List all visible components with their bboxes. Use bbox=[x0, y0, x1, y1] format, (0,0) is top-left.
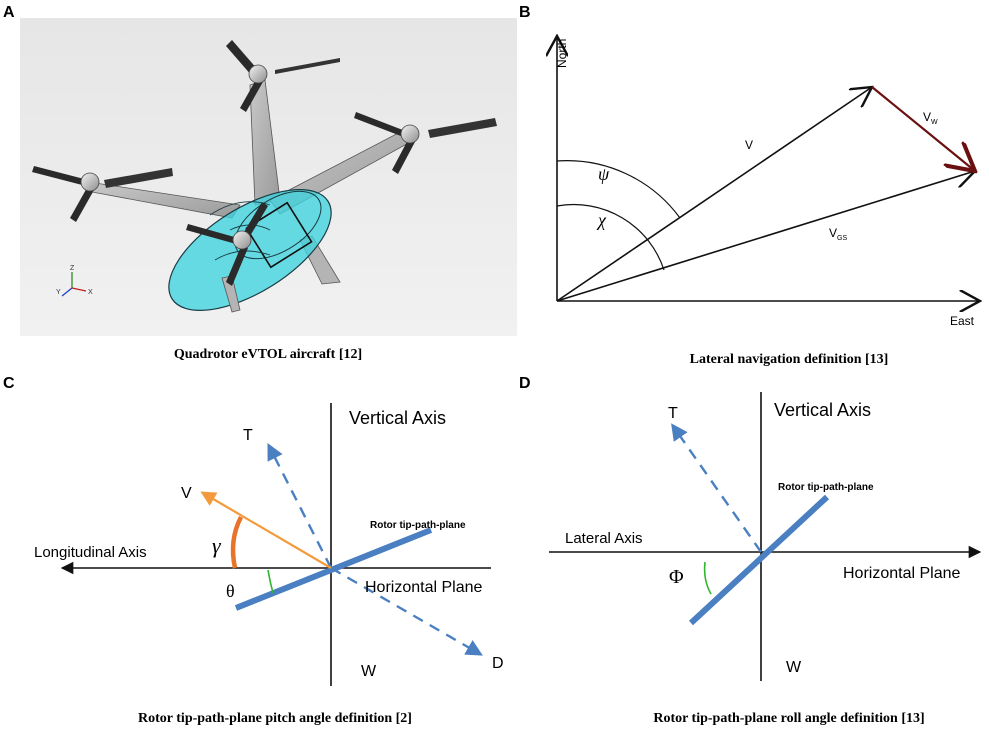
rotor-blade bbox=[354, 112, 408, 138]
vertical-axis-label: Vertical Axis bbox=[349, 408, 446, 428]
triad-y-line bbox=[61, 287, 73, 297]
east-label: East bbox=[950, 314, 975, 328]
rotor-top bbox=[226, 40, 340, 112]
triad-y-label: Y bbox=[56, 289, 61, 296]
drag-label: D bbox=[492, 655, 504, 672]
panel-d-letter: D bbox=[519, 375, 531, 392]
gamma-label: γ bbox=[212, 533, 222, 558]
vgs-label: V GS bbox=[829, 226, 847, 242]
rotor-blade bbox=[275, 58, 340, 74]
rotor-plane-label: Rotor tip-path-plane bbox=[778, 482, 874, 493]
rotor-hub bbox=[232, 230, 252, 250]
vw-label: V W bbox=[923, 110, 938, 126]
rotor-plane-label: Rotor tip-path-plane bbox=[370, 520, 466, 531]
rotor-blade bbox=[428, 118, 497, 138]
chi-label: χ bbox=[596, 210, 607, 230]
theta-label: θ bbox=[226, 581, 235, 601]
rotor-blade bbox=[226, 244, 248, 286]
panel-b-letter: B bbox=[519, 4, 531, 21]
weight-label: W bbox=[361, 663, 377, 680]
rotor-blade bbox=[104, 168, 173, 188]
rotor-hub bbox=[400, 124, 420, 144]
thrust-vector bbox=[671, 423, 762, 553]
panel-d: D Vertical Axis Lateral Axis Horizontal … bbox=[519, 375, 982, 726]
panel-b: B North East ψ χ V V W V GS Lateral navi… bbox=[519, 4, 980, 367]
panel-c-caption: Rotor tip-path-plane pitch angle definit… bbox=[138, 711, 412, 726]
vertical-axis-label: Vertical Axis bbox=[774, 400, 871, 420]
theta-arc bbox=[267, 569, 274, 594]
groundspeed-vector bbox=[556, 171, 975, 302]
rotor-blade bbox=[186, 224, 238, 244]
panel-b-caption: Lateral navigation definition [13] bbox=[690, 352, 889, 367]
vgs-label-main: V bbox=[829, 226, 837, 240]
axis-triad: Z X Y bbox=[56, 265, 93, 297]
phi-arc bbox=[703, 561, 712, 595]
quadrotor-evtol-illustration bbox=[32, 40, 497, 313]
north-label: North bbox=[555, 39, 569, 68]
thrust-label: T bbox=[243, 427, 253, 444]
rotor-blade bbox=[70, 186, 94, 222]
panel-c: C Vertical Axis Longitudinal Axis Horizo… bbox=[3, 375, 504, 726]
horizontal-plane-label: Horizontal Plane bbox=[843, 565, 961, 582]
vgs-label-sub: GS bbox=[837, 235, 847, 242]
velocity-label: V bbox=[181, 485, 192, 502]
rotor-hub bbox=[80, 172, 100, 192]
cabin-fuselage bbox=[168, 189, 332, 311]
vw-label-sub: W bbox=[931, 119, 938, 126]
lateral-axis-label: Lateral Axis bbox=[565, 530, 643, 547]
airspeed-vector bbox=[556, 87, 872, 302]
rotor-hub bbox=[248, 64, 268, 84]
rotor-right bbox=[354, 112, 497, 174]
rotor-left bbox=[32, 166, 173, 222]
panel-c-letter: C bbox=[3, 375, 15, 392]
chi-arc bbox=[556, 203, 665, 271]
rotor-blade bbox=[244, 202, 268, 236]
thrust-vector bbox=[267, 443, 333, 569]
wind-vector bbox=[871, 86, 975, 171]
vw-label-main: V bbox=[923, 110, 931, 124]
velocity-vector bbox=[200, 491, 332, 569]
panel-d-caption: Rotor tip-path-plane roll angle definiti… bbox=[653, 711, 924, 726]
rotor-blade bbox=[226, 40, 258, 76]
rotor-tip-path-plane bbox=[688, 494, 830, 626]
triad-x-label: X bbox=[88, 289, 93, 296]
panel-a: A bbox=[3, 4, 517, 362]
rotor-front bbox=[186, 202, 268, 286]
triad-z-label: Z bbox=[70, 265, 75, 272]
weight-label: W bbox=[786, 659, 802, 676]
gamma-arc bbox=[230, 515, 244, 569]
psi-label: ψ bbox=[598, 164, 610, 184]
rotor-blade bbox=[240, 76, 264, 112]
v-label: V bbox=[745, 138, 753, 152]
triad-x-line bbox=[71, 287, 87, 292]
thrust-label: T bbox=[668, 405, 678, 422]
rotor-blade bbox=[392, 136, 416, 174]
drag-vector bbox=[330, 566, 483, 656]
panel-a-letter: A bbox=[3, 4, 15, 21]
phi-label: Φ bbox=[669, 566, 684, 588]
longitudinal-axis-label: Longitudinal Axis bbox=[34, 544, 147, 561]
horizontal-plane-label: Horizontal Plane bbox=[365, 579, 483, 596]
cabin-frame bbox=[245, 201, 313, 269]
rotor-blade bbox=[32, 166, 88, 186]
psi-arc bbox=[556, 160, 681, 219]
panel-a-caption: Quadrotor eVTOL aircraft [12] bbox=[174, 347, 362, 362]
